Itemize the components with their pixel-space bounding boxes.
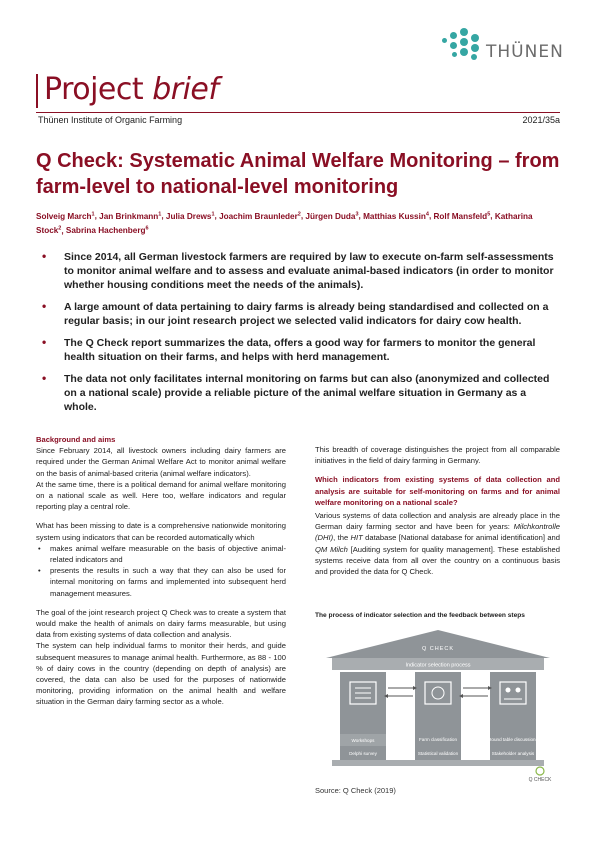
qcheck-logo-icon (535, 766, 545, 776)
list-item: presents the results in such a way that … (36, 565, 286, 599)
figure-base (332, 760, 544, 766)
author: Sabrina Hachenberg6 (65, 225, 149, 236)
pillar-3-bottom-label: Stakeholder analysis (492, 751, 535, 756)
author: Rolf Mansfeld5 (433, 211, 491, 221)
author: Jürgen Duda3 (305, 211, 359, 221)
paragraph: What has been missing to date is a compr… (36, 521, 286, 542)
logo-text: THÜNEN (486, 42, 564, 62)
figure-source: Source: Q Check (2019) (315, 786, 396, 795)
bullet-icon: • (42, 249, 47, 263)
key-finding: •The Q Check report summarizes the data,… (42, 335, 536, 363)
thuenen-logo: THÜNEN (440, 24, 570, 66)
page-title: Q Check: Systematic Animal Welfare Monit… (36, 150, 560, 198)
figure-pillar-3 (490, 672, 536, 760)
header-rule (36, 112, 560, 113)
figure-pillar-1 (340, 672, 386, 760)
feedback-arrows (388, 687, 488, 697)
pillar-2-bottom-label: Statistical validation (418, 751, 459, 756)
brief-accent-bar (36, 74, 38, 108)
section-heading-indicators: Which indicators from existing systems o… (315, 475, 560, 507)
list-item: makes animal welfare measurable on the b… (36, 543, 286, 565)
right-column: This breadth of coverage distinguishes t… (315, 434, 560, 577)
figure-roof-label: Q CHECK (422, 646, 454, 652)
key-finding: •The data not only facilitates internal … (42, 371, 550, 413)
author: Matthias Kussin4 (363, 211, 429, 221)
brief-title-project: Project (44, 72, 153, 107)
figure-band-label: Indicator selection process (405, 663, 470, 669)
key-finding: •A large amount of data pertaining to da… (42, 299, 549, 327)
pillar-2-top-label: Farm classification (419, 737, 457, 742)
figure-roof (326, 630, 550, 658)
figure-pillar-2 (415, 672, 461, 760)
issue-number: 2021/35a (522, 115, 560, 125)
clipboard-icon (349, 681, 377, 705)
brief-title: Project brief (44, 72, 219, 107)
bullet-icon: • (42, 371, 47, 385)
bullet-icon: • (42, 299, 47, 313)
author-list: Solveig March1, Jan Brinkmann1, Julia Dr… (36, 211, 533, 236)
process-figure: Q CHECK Indicator selection process Work… (326, 630, 552, 783)
section-heading-background: Background and aims (36, 435, 116, 444)
author: Katharina Stock2 (36, 211, 533, 236)
paragraph: The goal of the joint research project Q… (36, 607, 286, 640)
author: Jan Brinkmann1 (99, 211, 162, 221)
qcheck-logo-text: Q CHECK (529, 777, 552, 783)
cow-icon (424, 681, 452, 705)
paragraph: At the same time, there is a political d… (36, 479, 286, 512)
author: Julia Drews1 (165, 211, 215, 221)
key-finding: •Since 2014, all German livestock farmer… (42, 249, 554, 291)
figure-band (332, 658, 544, 670)
pillar-3-top-label: Round table discussions (488, 737, 538, 742)
logo-dots-icon (440, 24, 484, 64)
aims-list: makes animal welfare measurable on the b… (36, 543, 286, 599)
author: Solveig March1 (36, 211, 95, 221)
brief-title-brief: brief (152, 72, 219, 107)
people-icon (499, 681, 527, 705)
paragraph: Since February 2014, all livestock owner… (36, 446, 286, 478)
paragraph: This breadth of coverage distinguishes t… (315, 445, 560, 466)
paragraph: Various systems of data collection and a… (315, 511, 560, 577)
pillar-1-top-label: Workshops (352, 738, 376, 743)
figure-title: The process of indicator selection and t… (315, 612, 525, 619)
left-column: Background and aims Since February 2014,… (36, 434, 286, 708)
pillar-1-bottom-label: Delphi survey (349, 751, 378, 756)
key-findings-list: •Since 2014, all German livestock farmer… (40, 249, 554, 422)
author: Joachim Braunleder2 (219, 211, 301, 221)
bullet-icon: • (42, 335, 47, 349)
paragraph: The system can help individual farms to … (36, 641, 286, 707)
institute-name: Thünen Institute of Organic Farming (38, 115, 183, 125)
